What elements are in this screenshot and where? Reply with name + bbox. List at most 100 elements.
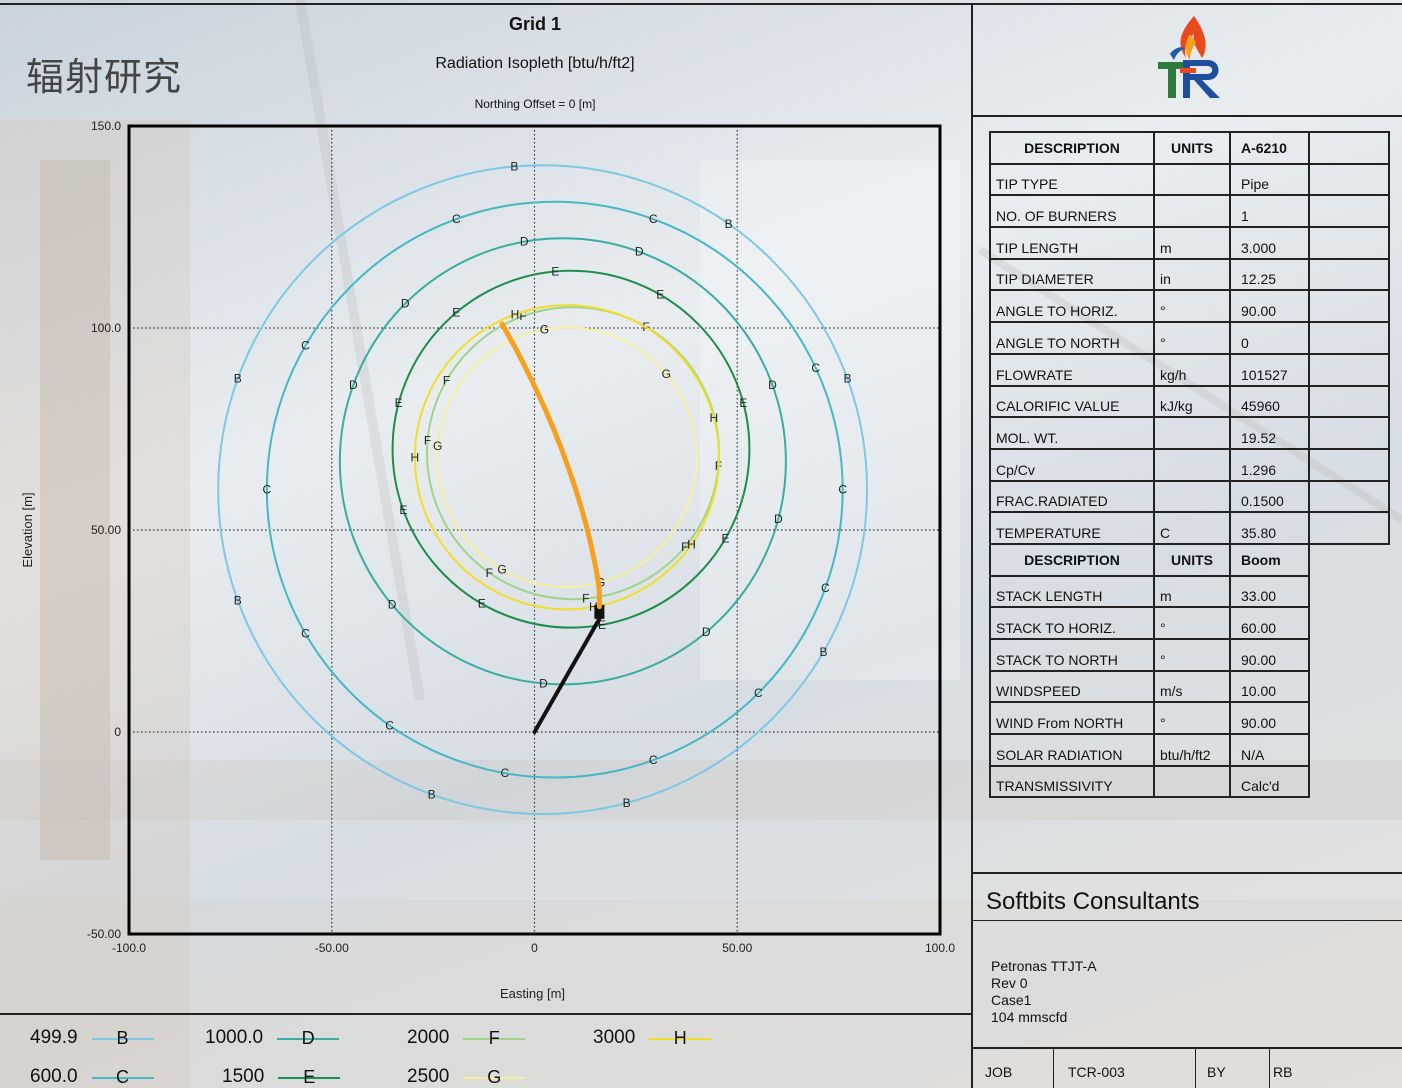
table-row: STACK TO NORTH°90.00 bbox=[989, 638, 1389, 672]
table-cell: Calc'd bbox=[1229, 764, 1310, 799]
flame-path bbox=[499, 321, 602, 610]
table-cell: 101527 bbox=[1229, 352, 1310, 387]
legend-value: 1000.0 bbox=[205, 1027, 264, 1048]
table-cell: STACK TO HORIZ. bbox=[989, 606, 1155, 640]
stack-line bbox=[532, 616, 602, 734]
legend-value: 600.0 bbox=[30, 1066, 78, 1087]
table-cell: TRANSMISSIVITY bbox=[989, 764, 1155, 799]
table-cell: 90.00 bbox=[1229, 638, 1310, 672]
table-cell: CALORIFIC VALUE bbox=[989, 384, 1155, 419]
isopleth-label: C bbox=[649, 212, 658, 226]
table-cell-empty bbox=[1308, 447, 1390, 482]
legend-label: H bbox=[673, 1027, 687, 1048]
table-cell-empty bbox=[1309, 766, 1389, 798]
isopleth-label: E bbox=[399, 503, 407, 517]
isopleth-label: G bbox=[433, 439, 442, 453]
isopleth-label: C bbox=[821, 581, 830, 595]
legend-line bbox=[463, 1076, 526, 1079]
table-cell bbox=[1153, 194, 1231, 229]
table-cell-empty bbox=[1309, 702, 1389, 734]
footer-sep-1 bbox=[1053, 1049, 1054, 1088]
isopleth-label: D bbox=[774, 512, 783, 526]
isopleth-label: H bbox=[589, 600, 598, 614]
isopleth-label: D bbox=[520, 235, 529, 249]
table-cell: MOL. WT. bbox=[989, 416, 1155, 450]
table-row: ANGLE TO NORTH°0 bbox=[989, 321, 1390, 355]
table-cell-empty bbox=[1308, 226, 1390, 260]
table-cell bbox=[1153, 416, 1231, 450]
isopleth-label: C bbox=[301, 339, 310, 353]
isopleth-label: D bbox=[349, 378, 358, 392]
legend-swatch: H bbox=[649, 1027, 712, 1048]
project-line: Petronas TTJT-A bbox=[991, 958, 1097, 974]
table-cell: Boom bbox=[1229, 542, 1310, 577]
table-cell-empty bbox=[1309, 734, 1389, 766]
table-cell: STACK LENGTH bbox=[989, 574, 1155, 609]
isopleth-label: B bbox=[234, 372, 242, 386]
isopleth-label: F bbox=[681, 540, 688, 554]
isopleth-label: H bbox=[687, 537, 696, 551]
isopleth-label: H bbox=[511, 307, 520, 321]
isopleth-label: C bbox=[301, 627, 310, 641]
table-cell: WIND From NORTH bbox=[989, 701, 1155, 736]
divider-logo bbox=[973, 115, 1402, 117]
legend-swatch: D bbox=[277, 1028, 340, 1048]
table-cell: 0 bbox=[1229, 321, 1310, 355]
x-tick-label: -100.0 bbox=[112, 941, 146, 955]
table-cell: 90.00 bbox=[1229, 701, 1310, 736]
legend-value: 1500 bbox=[222, 1066, 265, 1087]
table-cell: TIP TYPE bbox=[989, 162, 1155, 197]
table-cell-empty bbox=[1309, 671, 1389, 703]
isopleth-label: F bbox=[424, 434, 431, 448]
table-cell: 1.296 bbox=[1229, 447, 1310, 482]
isopleth-label: B bbox=[843, 372, 851, 386]
legend-label: F bbox=[488, 1027, 500, 1048]
y-tick-label: 100.0 bbox=[91, 321, 121, 335]
table-cell: SOLAR RADIATION bbox=[989, 733, 1155, 767]
isopleth-label: H bbox=[411, 450, 420, 464]
table-cell: 1 bbox=[1229, 194, 1310, 229]
table-cell-empty bbox=[1308, 416, 1390, 450]
x-axis-label: Easting [m] bbox=[500, 986, 565, 1001]
isopleth-label: F bbox=[519, 309, 526, 323]
project-line: Case1 bbox=[991, 992, 1032, 1008]
y-axis-label: Elevation [m] bbox=[20, 492, 35, 567]
table-cell: TEMPERATURE bbox=[989, 511, 1155, 545]
table-cell: 45960 bbox=[1229, 384, 1310, 419]
table-cell: 60.00 bbox=[1229, 606, 1310, 640]
table-cell: 12.25 bbox=[1229, 257, 1310, 292]
project-info: Petronas TTJT-A Rev 0 Case1 104 mmscfd bbox=[991, 958, 1097, 1026]
footer-sep-2 bbox=[1195, 1049, 1196, 1088]
legend-line bbox=[91, 1076, 154, 1079]
table-cell bbox=[1153, 479, 1231, 514]
table-cell-empty bbox=[1308, 162, 1390, 197]
legend-value: 2000 bbox=[407, 1027, 450, 1048]
table-cell-empty bbox=[1308, 511, 1390, 545]
table-cell-empty bbox=[1308, 257, 1390, 292]
flare-tip bbox=[594, 604, 605, 619]
isopleth-label: C bbox=[385, 718, 394, 732]
table-cell: 90.00 bbox=[1229, 289, 1310, 324]
legend-label: C bbox=[116, 1066, 130, 1087]
isopleth-label: C bbox=[649, 753, 658, 767]
by-value: RB bbox=[1273, 1064, 1293, 1080]
table-cell: FLOWRATE bbox=[989, 352, 1155, 387]
table-cell: ° bbox=[1153, 606, 1231, 640]
isopleth-label: H bbox=[709, 411, 718, 425]
isopleth-label: G bbox=[540, 322, 549, 336]
table-cell: UNITS bbox=[1153, 131, 1231, 165]
isopleth-label: C bbox=[811, 361, 820, 375]
table-cell: ° bbox=[1153, 638, 1231, 672]
chinese-title: 辐射研究 bbox=[26, 57, 183, 99]
table-cell-empty bbox=[1308, 131, 1390, 165]
x-tick-label: 50.00 bbox=[722, 941, 752, 955]
